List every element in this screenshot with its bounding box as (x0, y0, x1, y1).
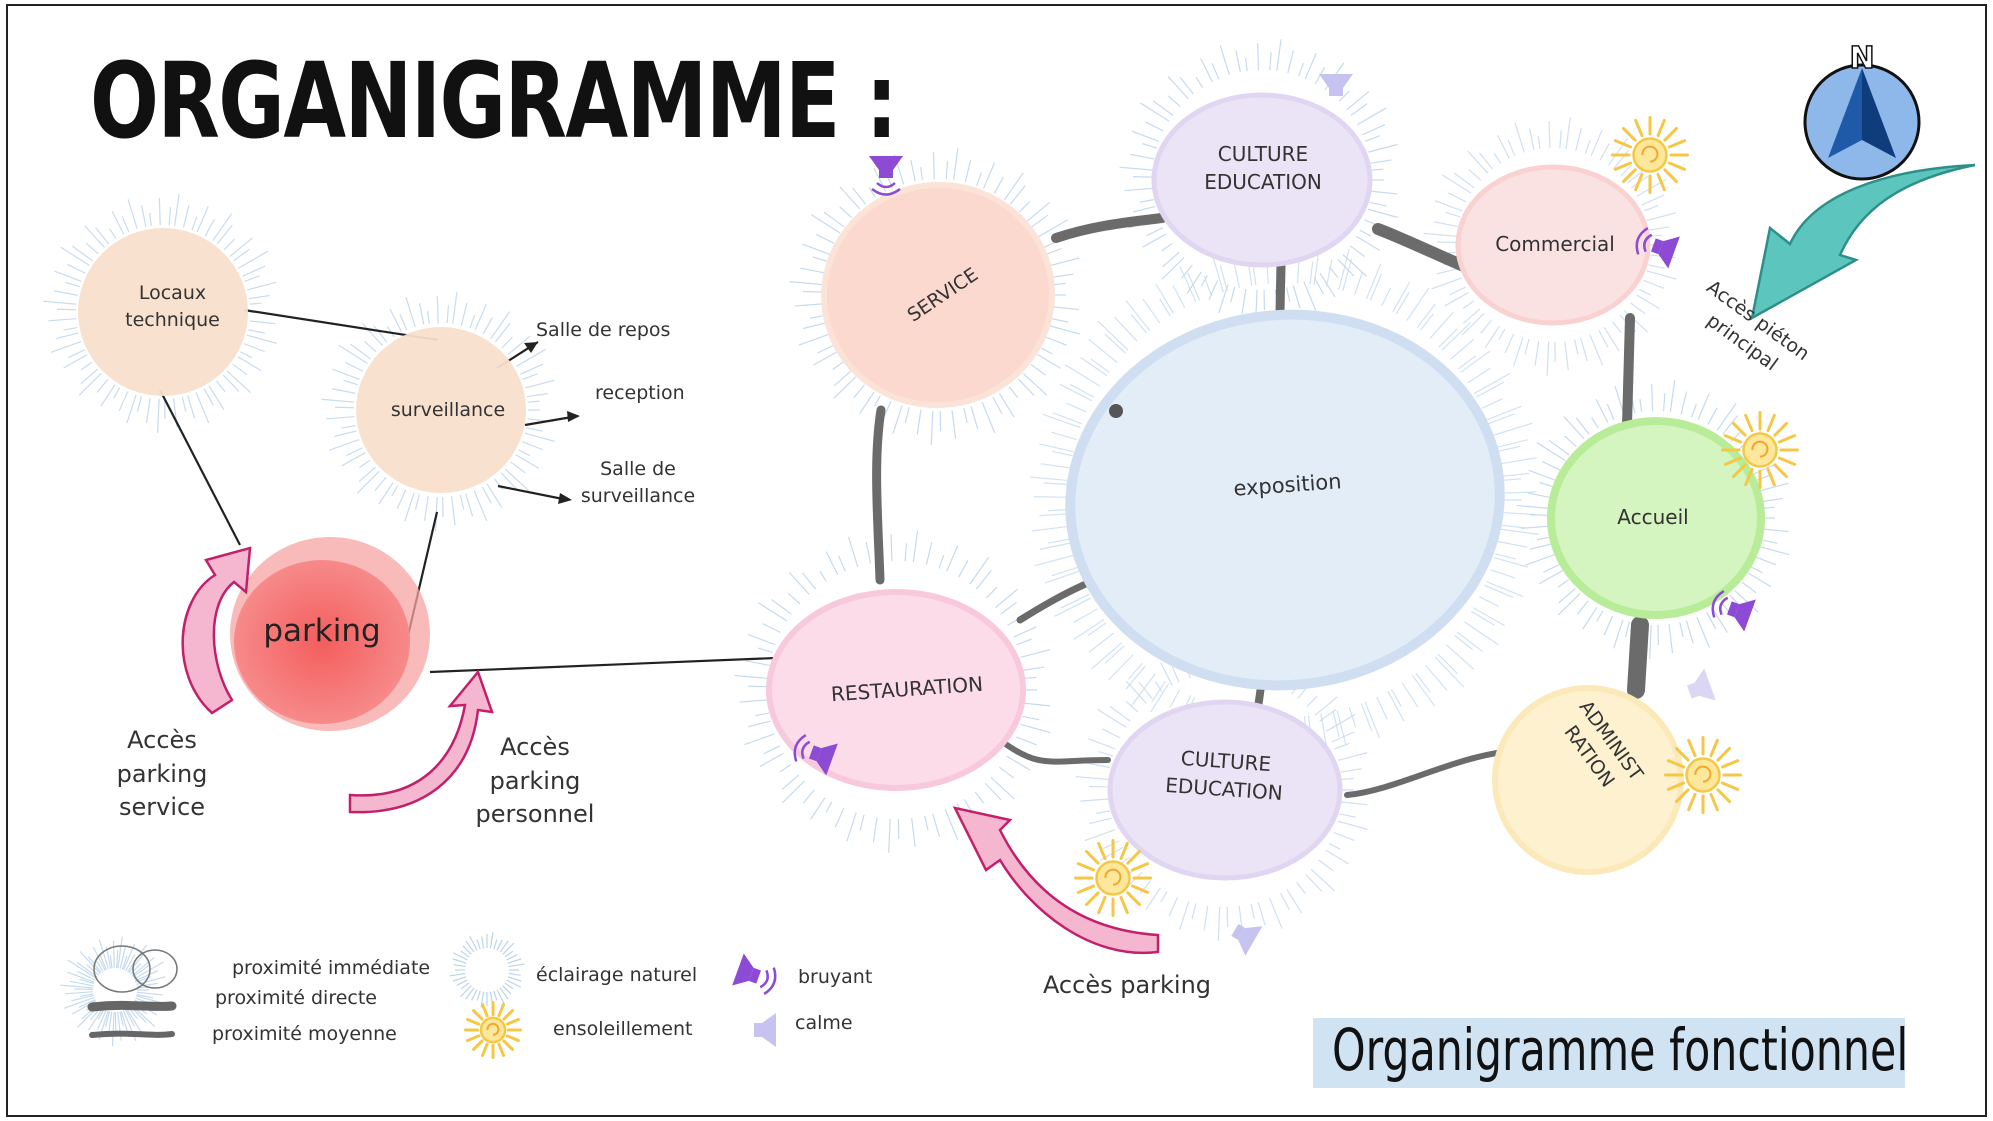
node-parking (234, 560, 410, 724)
node-commercial (1455, 164, 1651, 326)
label-acces-parking-service: Accès parking service (116, 726, 208, 822)
speaker-quiet-icon (754, 1013, 776, 1047)
legend-ensoleillement: ensoleillement (553, 1018, 693, 1040)
slide-frame (6, 4, 1987, 1117)
sun-icon (1721, 411, 1799, 489)
sun-icon (464, 1001, 522, 1059)
caption-background (1313, 1018, 1905, 1088)
speaker-loud-icon (732, 953, 777, 996)
node-exposition (1065, 309, 1505, 691)
exposition-dot (1109, 404, 1123, 418)
speaker-loud-icon (793, 733, 838, 776)
node-service (821, 181, 1055, 409)
curved-arrow-icon (181, 546, 1160, 955)
label-commercial: Commercial (1495, 232, 1615, 256)
node-restauration (766, 589, 1026, 791)
node-surveillance (356, 327, 526, 493)
speaker-quiet-icon (1231, 923, 1263, 956)
legend-proximite-directe: proximité directe (215, 987, 377, 1009)
caption-title: Organigramme fonctionnel (1332, 1016, 1909, 1084)
speaker-quiet-icon (1686, 668, 1716, 701)
label-acces-parking-personnel: Accès parking personnel (475, 733, 595, 829)
compass-icon: N (1803, 40, 1921, 181)
label-culture-bottom: CULTURE EDUCATION (1164, 745, 1284, 806)
svg-text:N: N (1849, 41, 1874, 76)
label-locaux-technique: Locaux technique (125, 282, 220, 331)
label-salle-repos: Salle de repos (536, 319, 671, 341)
label-reception: reception (595, 382, 685, 404)
label-accueil: Accueil (1617, 505, 1689, 529)
legend-proximite-immediate: proximité immédiate (232, 957, 431, 979)
legend-eclairage: éclairage naturel (536, 964, 698, 986)
label-acces-parking: Accès parking (1042, 971, 1212, 999)
sun-icon (1664, 736, 1742, 814)
node-accueil (1547, 417, 1765, 619)
label-parking: parking (263, 613, 381, 649)
legend-proximite-moyenne: proximité moyenne (212, 1023, 397, 1045)
label-culture-top: CULTURE EDUCATION (1204, 142, 1322, 194)
sun-icon (1074, 839, 1152, 917)
label-salle-surveillance: Salle de surveillance (580, 458, 696, 507)
node-culture-top (1151, 92, 1373, 268)
speaker-loud-icon (869, 156, 903, 196)
node-culture-bottom (1107, 699, 1343, 881)
label-surveillance: surveillance (390, 399, 506, 421)
page-title: ORGANIGRAMME : (90, 40, 898, 162)
speaker-loud-icon (1711, 589, 1756, 632)
legend-bruyant: bruyant (798, 966, 873, 988)
branch-arrowheads (524, 342, 580, 504)
node-administration (1492, 685, 1684, 875)
pedestrian-arrow-icon (1750, 163, 1976, 321)
node-locaux-technique (78, 228, 248, 396)
speaker-quiet-icon (1319, 74, 1353, 96)
legend-calme: calme (795, 1012, 853, 1034)
sun-icon (1611, 116, 1689, 194)
legend-graphics (87, 945, 178, 1038)
speaker-loud-icon (1635, 226, 1680, 269)
